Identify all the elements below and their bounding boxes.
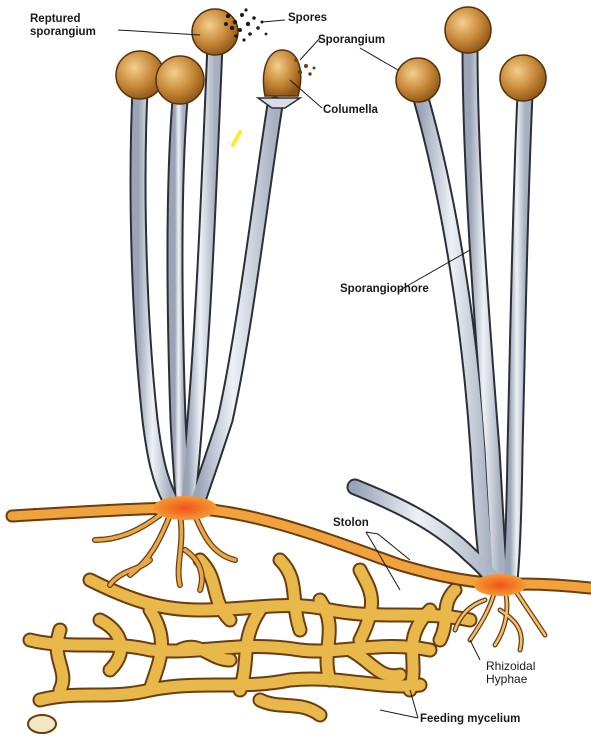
label-feeding-mycelium: Feeding mycelium: [420, 713, 520, 726]
feeding-mycelium: [28, 560, 470, 733]
label-rhizoidal-line2: Hyphae: [486, 673, 535, 686]
label-reptured-line1: Reptured: [30, 13, 96, 26]
columella: [258, 50, 316, 108]
label-columella: Columella: [323, 104, 378, 117]
stray-mark: [233, 132, 240, 145]
label-reptured-sporangium: Reptured sporangium: [30, 13, 96, 39]
label-sporangiophore: Sporangiophore: [340, 283, 429, 296]
label-stolon: Stolon: [333, 517, 369, 530]
sporangium-5: [445, 7, 491, 53]
sporangium-ruptured: [192, 9, 238, 55]
label-sporangium: Sporangium: [318, 34, 385, 47]
stolon-node-left: [153, 496, 217, 520]
label-rhizoidal-hyphae: Rhizoidal Hyphae: [486, 660, 535, 686]
sporangium-4: [396, 58, 440, 102]
label-spores: Spores: [288, 12, 327, 25]
sporangium-6: [500, 55, 546, 101]
stolon-node-right: [474, 574, 526, 596]
label-reptured-line2: sporangium: [30, 26, 96, 39]
sporangia: [116, 7, 546, 104]
sporangium-2: [156, 56, 204, 104]
